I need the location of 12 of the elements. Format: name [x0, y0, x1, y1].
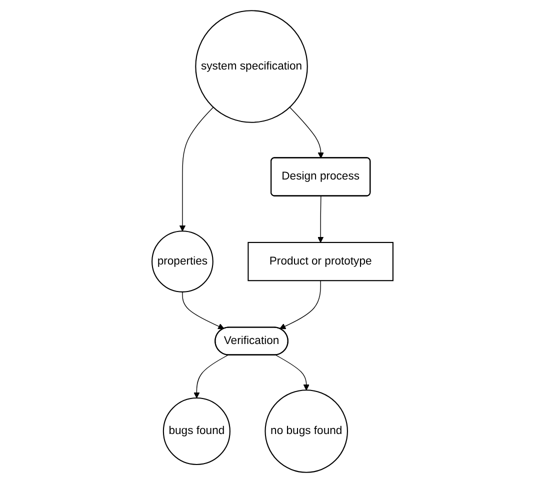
node-circle: no bugs found [264, 390, 348, 473]
arrow [179, 106, 214, 232]
arrow [182, 292, 224, 330]
node-box: Product or prototype [248, 242, 394, 282]
node-circle: system specification [195, 10, 308, 123]
node-circle: properties [152, 230, 214, 292]
arrow [289, 106, 324, 158]
arrow [275, 354, 310, 390]
arrow [317, 196, 324, 243]
arrow [194, 354, 228, 398]
arrow [280, 280, 321, 330]
node-circle: bugs found [162, 397, 230, 466]
